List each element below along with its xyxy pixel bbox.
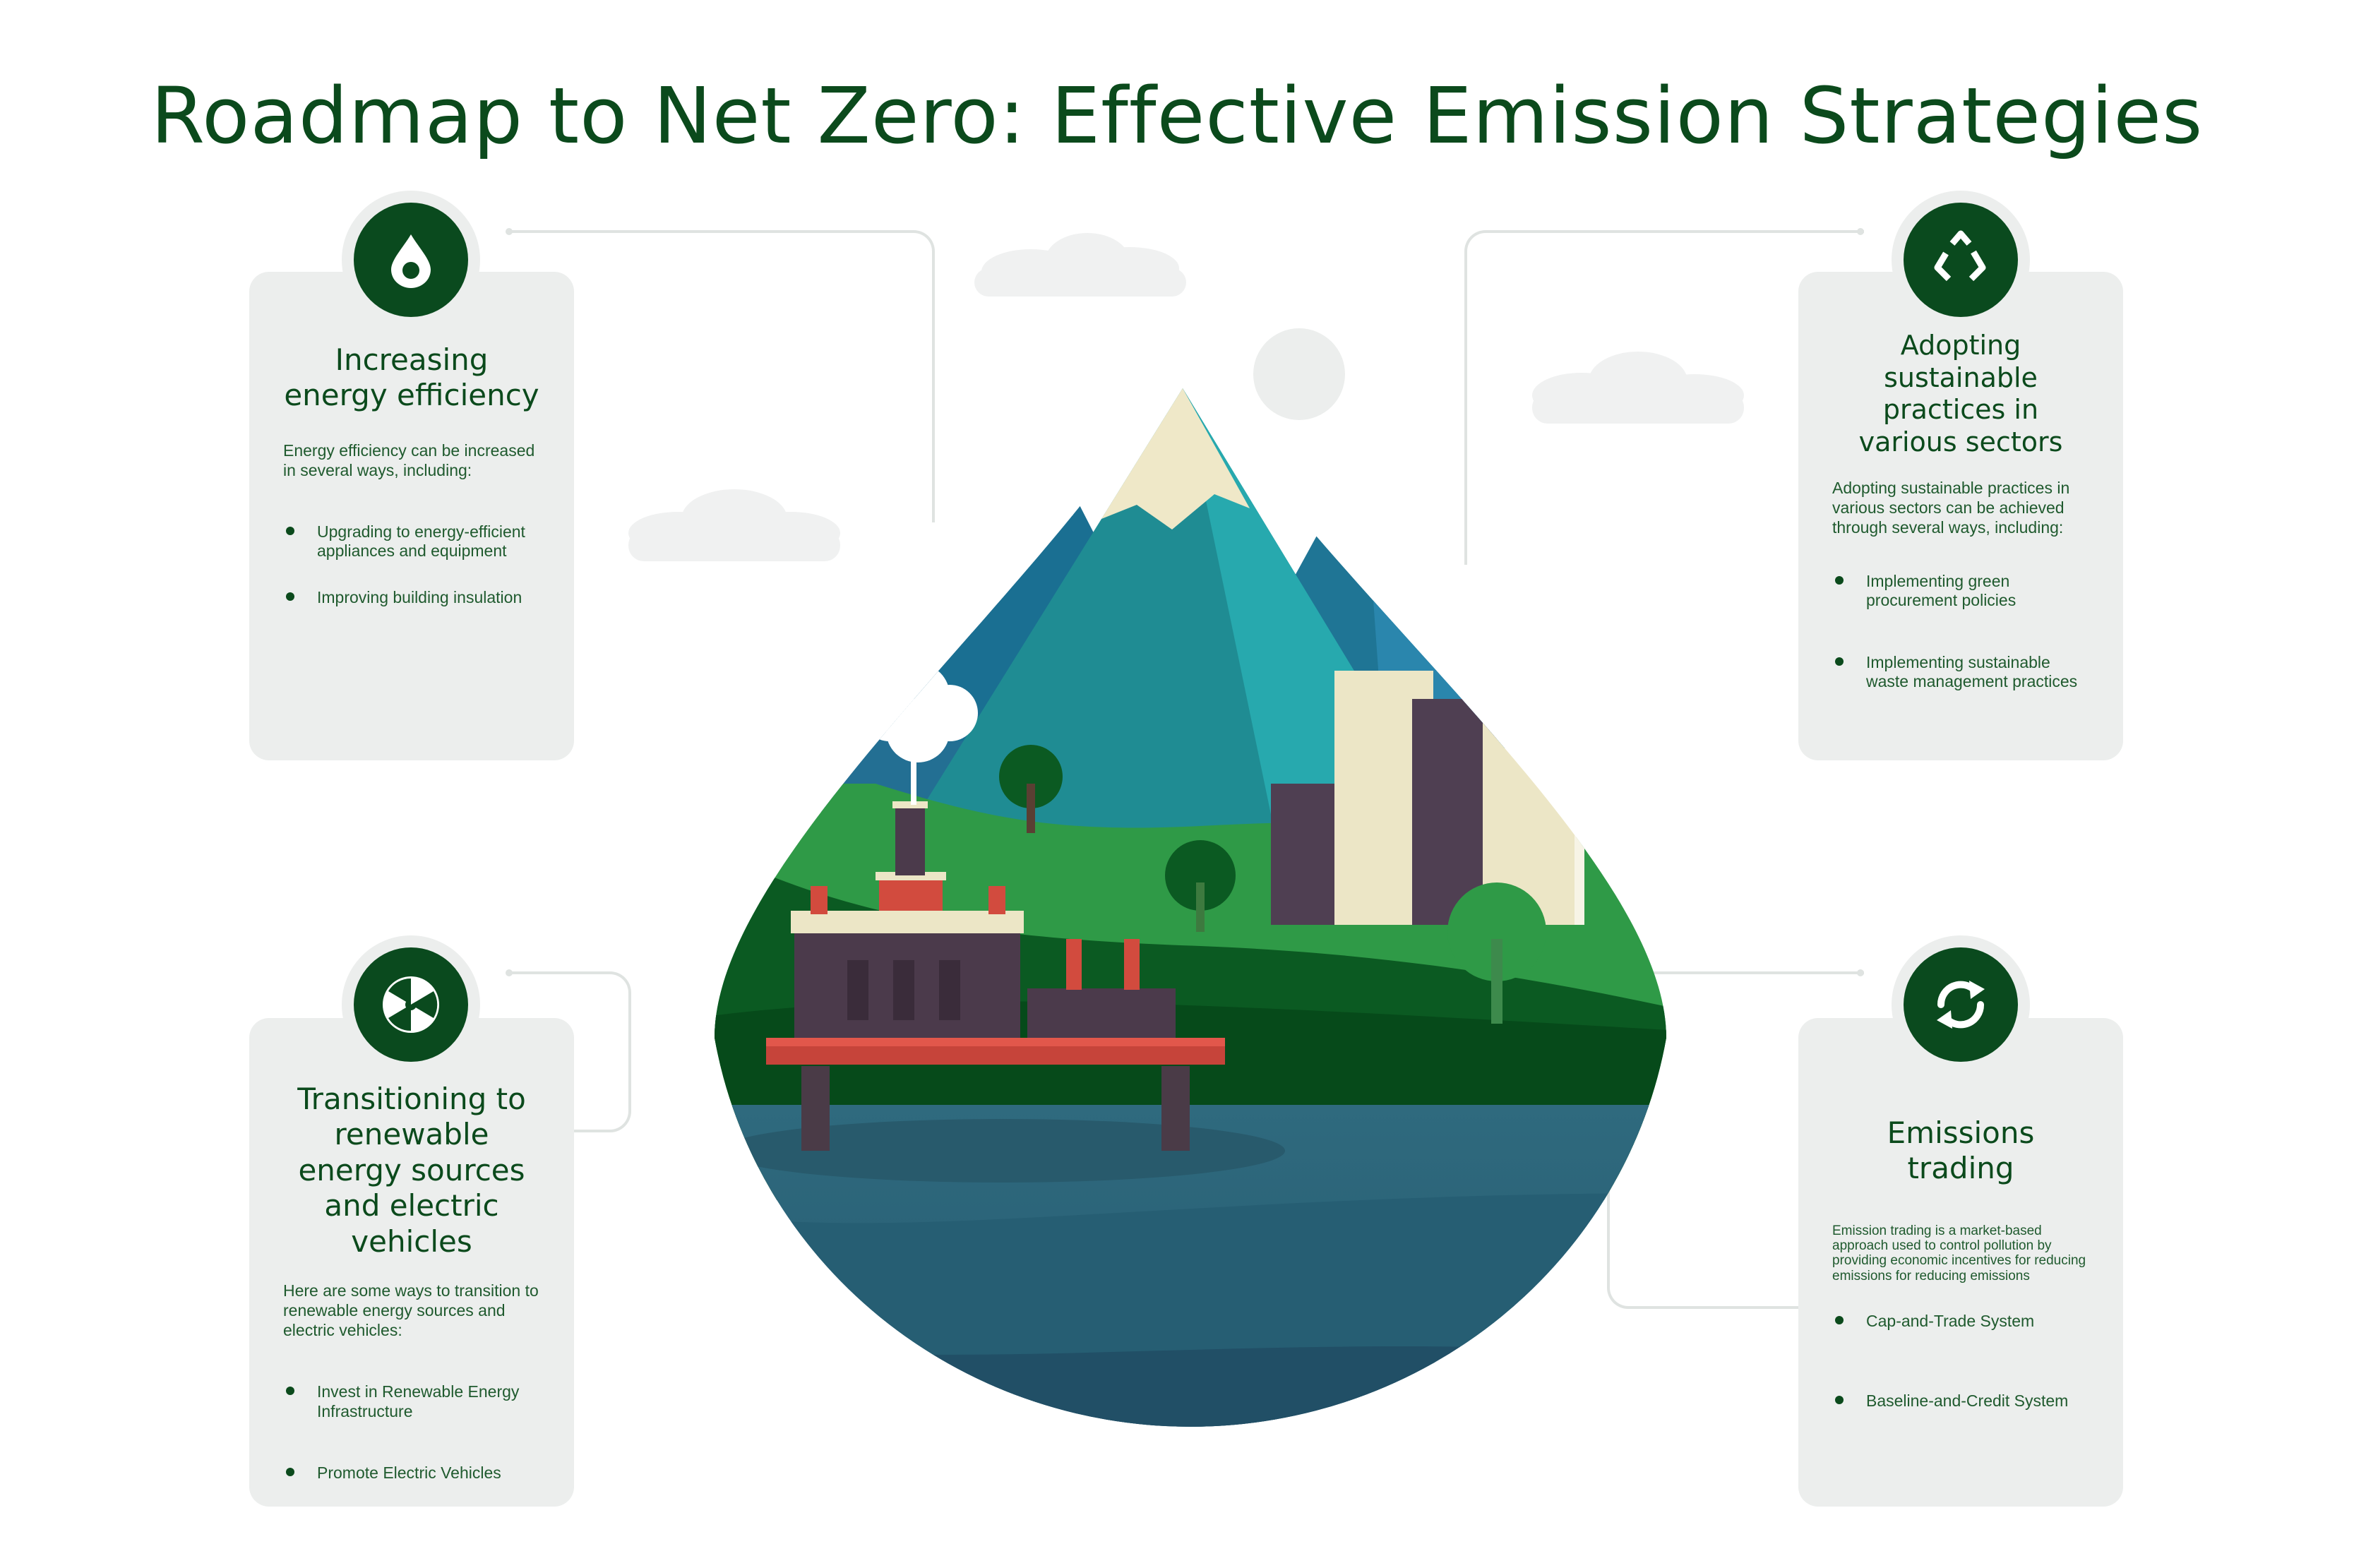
list-item: Implementing sustainable waste managemen… [1832,653,2089,692]
water-drop-icon [391,234,431,288]
card-intro: Emission trading is a market-based appro… [1832,1223,2086,1283]
factory [1027,988,1176,1038]
refresh-arrows-icon [1937,981,1985,1029]
sun [1253,328,1345,420]
connector-line [508,230,935,522]
card-heading: Adopting sustainable practices in variou… [1858,330,2063,457]
snow-cap [1101,388,1250,529]
connector-dot [1857,969,1864,976]
bullet-icon [1835,1315,1844,1324]
list-item: Promote Electric Vehicles [283,1464,540,1483]
bullet-icon [1835,575,1844,585]
bullet-icon [286,592,294,602]
snow-cap [900,551,964,611]
snow-cap [996,431,1073,515]
card-intro: Energy efficiency can be increased in se… [283,441,535,479]
list-item: Implementing green procurement policies [1832,572,2089,611]
recycle-icon [1904,203,2018,317]
card-intro: Here are some ways to transition to rene… [283,1281,539,1340]
bullet-icon [286,1468,294,1477]
cloud [1532,352,1744,424]
platform-leg [801,1066,830,1151]
list-item: Improving building insulation [283,588,540,608]
bullet-icon [286,1387,294,1396]
page-title: Roadmap to Net Zero: Effective Emission … [150,71,2204,161]
chimney [1124,939,1140,990]
card-bullets: Cap-and-Trade System Baseline-and-Credit… [1832,1312,2089,1411]
radiation-icon [383,976,439,1033]
card-intro: Adopting sustainable practices in variou… [1832,479,2070,537]
platform-leg [1161,1066,1190,1151]
connector-dot [506,969,513,976]
bullet-icon [286,526,294,535]
chimney [895,805,925,875]
list-item: Baseline-and-Credit System [1832,1392,2089,1411]
tree [1165,840,1236,932]
card-heading: Transitioning to renewable energy source… [297,1082,526,1259]
recycle-icon [1934,230,1986,282]
card-renewable-energy: Transitioning to renewable energy source… [249,1018,574,1507]
connector-dot [506,228,513,235]
chimney [811,886,828,914]
building [1575,604,1584,925]
card-heading: Increasing energy efficiency [284,342,539,413]
list-item: Cap-and-Trade System [1832,1312,2089,1331]
water-drop-icon [354,203,468,317]
card-emissions-trading: Emissions trading Emission trading is a … [1798,1018,2123,1507]
tree [999,745,1063,833]
bullet-icon [1835,657,1844,666]
chimney [1066,939,1082,990]
connector-dot [1857,228,1864,235]
refresh-arrows-icon [1904,947,2018,1062]
snow-cap [1317,452,1402,537]
chimney [988,886,1005,914]
card-bullets: Upgrading to energy-efficient appliances… [283,522,540,608]
list-item: Invest in Renewable Energy Infrastructur… [283,1382,540,1421]
cloud [628,489,840,561]
list-item: Upgrading to energy-efficient appliances… [283,522,540,561]
cloud [974,233,1186,297]
card-energy-efficiency: Increasing energy efficiency Energy effi… [249,272,574,760]
card-heading: Emissions trading [1887,1115,2035,1186]
connector-line [1464,230,1864,565]
card-bullets: Implementing green procurement policies … [1832,572,2089,692]
bullet-icon [1835,1396,1844,1405]
card-bullets: Invest in Renewable Energy Infrastructur… [283,1382,540,1483]
tree [1447,882,1546,1024]
radiation-icon [354,947,468,1062]
card-sustainable-practices: Adopting sustainable practices in variou… [1798,272,2123,760]
building [1483,604,1582,925]
